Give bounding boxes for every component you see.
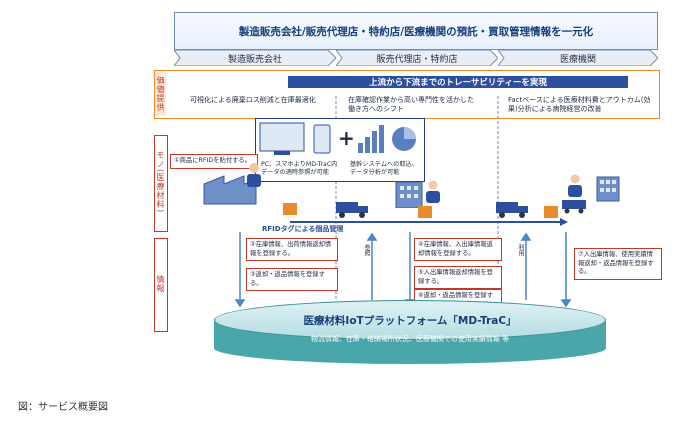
column-label: 販売代理店・特約店 [376,54,458,65]
row-label-goods: モノ(医療材料) [156,151,165,214]
note-7: ⑦入出庫情報、使用実績情報返却・返品情報を登録する。 [574,248,662,280]
column-label: 製造販売会社 [227,54,282,65]
callout-device-text: PC、スマホよりMD-TraC内データの適時参照が可能 [261,161,338,176]
chevron-shape [336,50,498,66]
arrow-label-use: 利用 [517,244,524,256]
column-header-hospital: 医療機関 [498,50,658,66]
column-header-distributor: 販売代理店・特約店 [336,50,498,66]
info-arrows [234,232,572,308]
pc-icon [259,122,305,152]
hospital-building-icon [596,176,620,202]
figure-caption: 図：サービス概要図 [18,402,108,413]
note-4: ④在庫情報、入出庫情報返却情報を登録する。 [414,238,502,261]
column-label: 医療機関 [559,54,596,65]
row-label-info: 情報 [156,275,165,293]
worker-icon-2 [426,180,440,203]
rfid-box-icon-3 [544,206,558,218]
chevron-shape [174,50,336,66]
office-building-icon [395,181,423,208]
platform-title: 医療材料IoTプラットフォーム「MD-TraC」 [214,300,606,340]
bar-chart-icon [358,125,384,153]
rfid-management-label: RFIDタグによる個品管理 [262,225,344,233]
row-label-value: 価値提供 [155,71,166,116]
worker-icon-3 [568,174,582,197]
info-row-frame [154,238,168,332]
arrow-up-1 [366,232,378,241]
note-5: ⑤入出庫情報返却情報を登録する。 [414,266,502,289]
rfid-box-icon-1 [283,203,297,215]
truck-icon-2 [496,202,528,218]
arrow-label-ref-1: 参照 [363,244,370,256]
diagram-title: 製造販売会社/販売代理店・特約店/医療機関の預託・買取管理情報を一元化 [174,12,658,50]
note-2: ②在庫情報、出荷情報返却情報を登録する。 [246,238,338,261]
note-rfid-attach: ①商品にRFIDを貼付する。 [170,154,258,169]
arrow-down-1 [234,299,246,308]
device-icons: + [259,122,416,155]
platform-subtitle: 物流情報、在庫・格納場所状況、医療機関での使用実績情報 等 [310,335,510,343]
value-text-hospital: Factベースによる医療材料費とアウトカム(効果)分析による病院経営の改善 [508,96,651,113]
chevron-shape [498,50,658,66]
smartphone-icon [313,124,331,154]
truck-icon-1 [336,202,368,218]
goods-flow-arrowhead [560,218,568,226]
arrow-down-3 [560,299,572,308]
plus-icon: + [338,126,355,150]
traceability-bar: 上流から下流までのトレーサビリティーを実現 [288,76,628,88]
goods-row-frame [154,135,168,232]
rfid-box-icon-2 [418,206,432,218]
note-3: ③返却・返品情報を登録する。 [246,268,338,291]
delivery-cart-icon [562,200,586,214]
arrow-up-2 [520,232,532,241]
callout-system-text: 基幹システムへの取込、データ分析が可能 [350,161,418,176]
value-text-distributor: 在庫確認作業から高い専門性を活かした働き方へのシフト [348,96,474,113]
column-header-manufacturer: 製造販売会社 [174,50,336,66]
worker-icon-1 [247,163,261,187]
factory-building-icon [203,175,257,205]
value-text-manufacturer: 可視化による廃棄ロス削減と在庫最適化 [190,96,316,104]
